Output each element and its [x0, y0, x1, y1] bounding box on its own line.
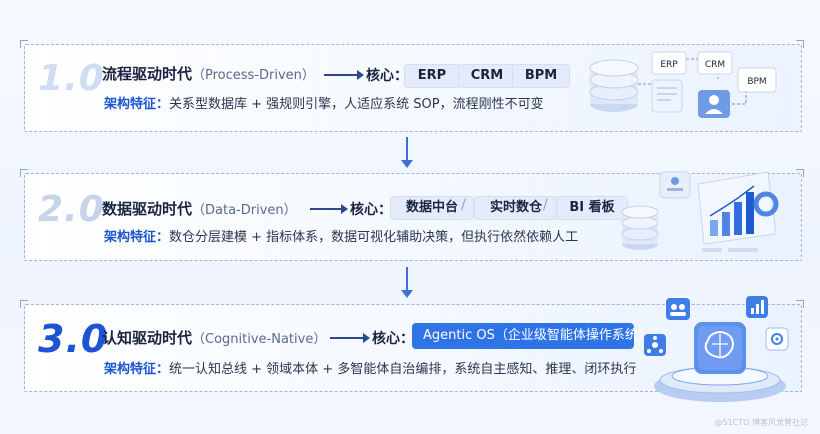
- watermark-text: @51CTO 博客风龙曾社记: [714, 418, 809, 427]
- core-chip-crm: CRM: [458, 64, 516, 88]
- erp-card: [651, 51, 687, 75]
- desc-label: 架构特征：: [104, 97, 170, 112]
- arrow-right-icon: [310, 204, 348, 214]
- database-icon: [621, 205, 659, 250]
- illus-label-bpm: BPM: [747, 77, 766, 87]
- era-title-1: 流程驱动时代（Process-Driven）: [102, 63, 315, 84]
- arrow-right-icon: [324, 70, 364, 80]
- corner-tick: [20, 169, 28, 177]
- core-chip-bpm: BPM: [512, 64, 570, 88]
- ai-brain-illustration: [644, 296, 789, 402]
- era-title-cn: 流程驱动时代: [102, 65, 193, 83]
- document-icon: [651, 79, 683, 113]
- separator-slash: /: [461, 197, 466, 213]
- corner-tick: [20, 300, 28, 308]
- core-chip-bi-dashboard: BI 看板: [556, 196, 628, 220]
- desc-text: 关系型数据库 + 强规则引擎，人适应系统 SOP，流程刚性不可变: [169, 97, 544, 112]
- illus-label-erp: ERP: [660, 60, 678, 70]
- era-desc-3: 架构特征：统一认知总线 + 领域本体 + 多智能体自治编排，系统自主感知、推理、…: [104, 358, 636, 377]
- era-number-1: 1.0: [38, 58, 105, 99]
- crm-card: [697, 51, 733, 75]
- era-title-cn: 数据驱动时代: [102, 200, 193, 218]
- core-chip-data-platform: 数据中台: [390, 196, 474, 220]
- database-icon: [589, 59, 639, 112]
- era-title-en: （Cognitive-Native）: [192, 332, 327, 347]
- era-desc-2: 架构特征：数仓分层建模 + 指标体系，数据可视化辅助决策，但执行依然依赖人工: [104, 226, 578, 245]
- brain-icon: [704, 331, 734, 359]
- data-dashboard-illustration: [621, 171, 779, 252]
- arrow-right-icon: [330, 333, 370, 343]
- core-chip-agentic-os: Agentic OS（企业级智能体操作系统）: [412, 323, 651, 349]
- desc-text: 数仓分层建模 + 指标体系，数据可视化辅助决策，但执行依然依赖人工: [169, 230, 579, 245]
- arrow-down-icon: [401, 267, 413, 298]
- era-number-3: 3.0: [38, 317, 109, 361]
- arrow-down-icon: [401, 137, 413, 168]
- core-label-2: 核心：: [350, 202, 392, 218]
- core-label-3: 核心：: [372, 331, 414, 347]
- core-label-1: 核心：: [366, 68, 408, 84]
- separator-slash: /: [543, 197, 548, 213]
- era-title-3: 认知驱动时代（Cognitive-Native）: [102, 327, 326, 348]
- corner-tick: [796, 40, 804, 48]
- desc-label: 架构特征：: [104, 362, 170, 377]
- era-title-cn: 认知驱动时代: [102, 329, 193, 347]
- desc-label: 架构特征：: [104, 230, 170, 245]
- era-title-en: （Data-Driven）: [192, 203, 297, 218]
- era-title-2: 数据驱动时代（Data-Driven）: [102, 198, 297, 219]
- era-desc-1: 架构特征：关系型数据库 + 强规则引擎，人适应系统 SOP，流程刚性不可变: [104, 93, 544, 112]
- core-chip-erp: ERP: [404, 64, 460, 88]
- donut-chart-icon: [753, 191, 779, 217]
- erp-systems-illustration: ERP CRM BPM: [589, 51, 777, 118]
- era-number-2: 2.0: [38, 189, 105, 230]
- team-icon: [666, 298, 690, 320]
- corner-tick: [796, 169, 804, 177]
- corner-tick: [20, 40, 28, 48]
- era-title-en: （Process-Driven）: [192, 68, 315, 83]
- illus-label-crm: CRM: [705, 60, 725, 70]
- bpm-card: [737, 67, 777, 93]
- desc-text: 统一认知总线 + 领域本体 + 多智能体自治编排，系统自主感知、推理、闭环执行: [169, 362, 637, 377]
